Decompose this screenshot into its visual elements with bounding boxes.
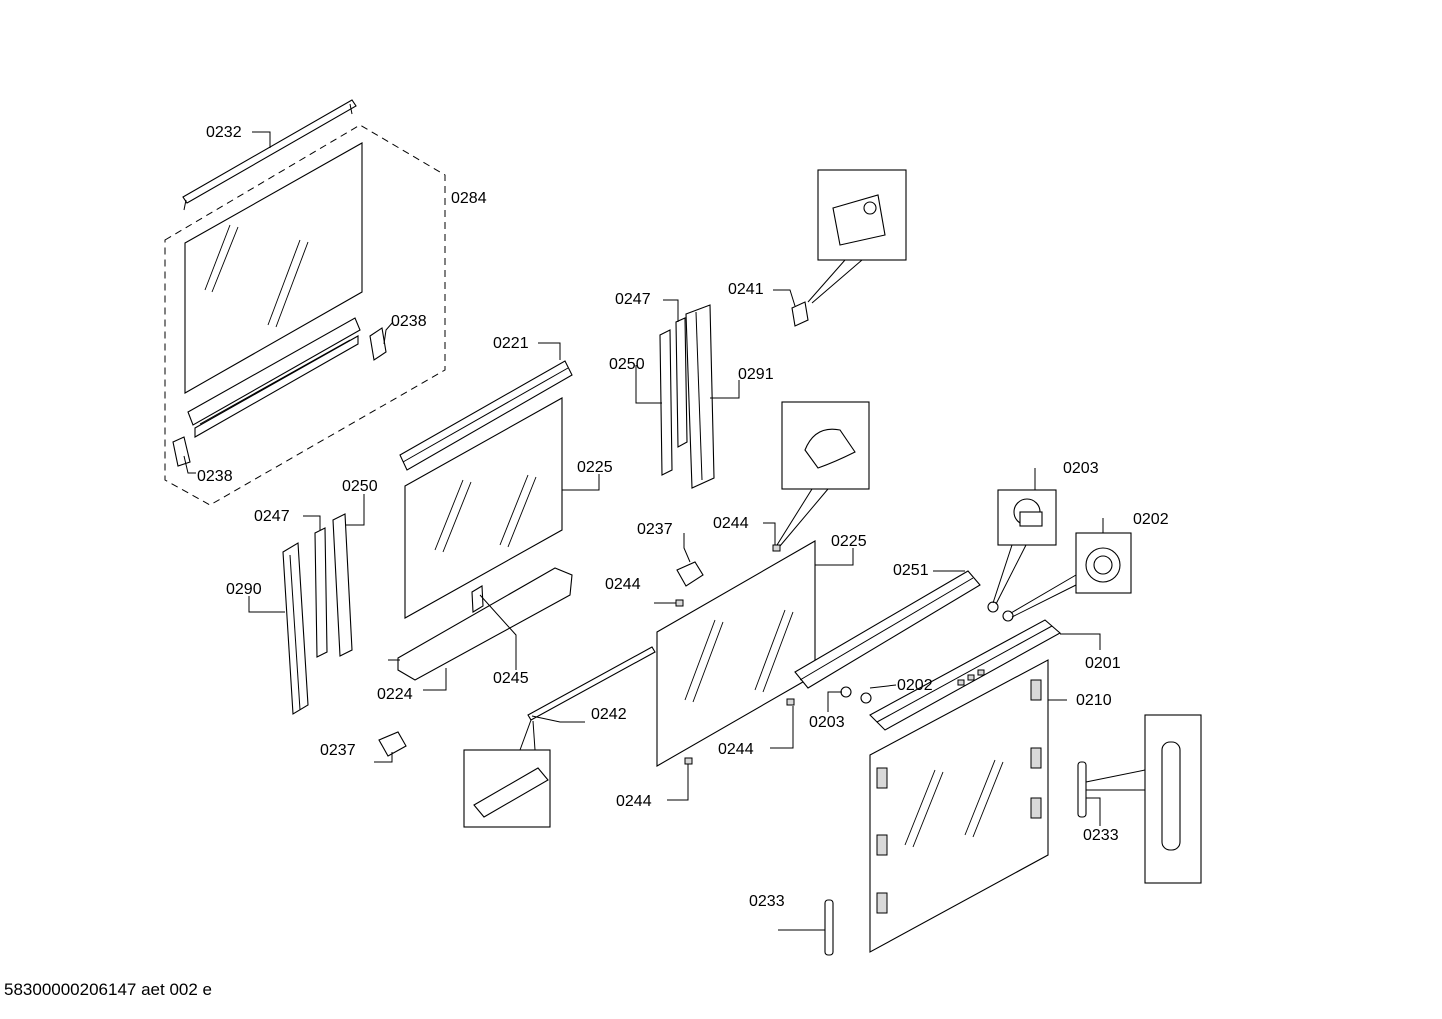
label-0244-d: 0244 (616, 793, 652, 810)
label-0250-left: 0250 (342, 478, 378, 495)
side-profile-0247-left (314, 527, 328, 658)
label-0210: 0210 (1076, 692, 1112, 709)
label-0250-center: 0250 (609, 356, 645, 373)
label-0290: 0290 (226, 581, 262, 598)
detail-box-0242 (463, 719, 551, 828)
label-0237-left: 0237 (320, 742, 356, 759)
label-0237-center: 0237 (637, 521, 673, 538)
detail-box-0233 (1085, 714, 1202, 884)
rod-0242 (527, 646, 656, 721)
label-0284: 0284 (451, 190, 487, 207)
side-profile-0250-left (332, 513, 353, 657)
label-0202-top: 0202 (1133, 511, 1169, 528)
label-0233-bottom: 0233 (749, 893, 785, 910)
label-0202-bottom: 0202 (897, 677, 933, 694)
label-0244-c: 0244 (718, 741, 754, 758)
label-0241: 0241 (728, 281, 764, 298)
clip-0244-d (684, 757, 693, 765)
label-0247-left: 0247 (254, 508, 290, 525)
rail-0221 (399, 360, 573, 471)
handle-0201 (869, 619, 1061, 731)
label-0238-top: 0238 (391, 313, 427, 330)
clip-0244-a (675, 599, 684, 607)
part-labels: 0232 0284 0238 0238 0221 0225 0247 0250 … (197, 124, 1169, 910)
label-0233-right: 0233 (1083, 827, 1119, 844)
outer-door-0210 (869, 659, 1049, 953)
document-code: 58300000206147 aet 002 e (4, 980, 212, 999)
side-profile-0247-center (675, 317, 688, 448)
side-profile-0290 (282, 542, 309, 715)
label-0238-bottom: 0238 (197, 468, 233, 485)
label-0203-top: 0203 (1063, 460, 1099, 477)
glass-pack-0284 (164, 124, 446, 506)
label-0251: 0251 (893, 562, 929, 579)
detail-box-0202 (1010, 532, 1132, 618)
leader-lines (183, 131, 1104, 931)
label-0221: 0221 (493, 335, 529, 352)
label-0247-center: 0247 (615, 291, 651, 308)
label-0224: 0224 (377, 686, 413, 703)
label-0225-middle: 0225 (831, 533, 867, 550)
label-0291: 0291 (738, 366, 774, 383)
spacer-0202-b (860, 692, 872, 704)
clip-0244-b (772, 544, 781, 552)
label-0242: 0242 (591, 706, 627, 723)
detail-box-0244 (776, 401, 870, 547)
label-0201: 0201 (1085, 655, 1121, 672)
rail-0224 (388, 567, 573, 681)
detail-box-0241 (807, 169, 907, 304)
label-0245: 0245 (493, 670, 529, 687)
inner-glass-0225 (404, 397, 563, 619)
side-profile-0291 (685, 304, 715, 489)
label-0232: 0232 (206, 124, 242, 141)
spring-0233-right (1077, 761, 1087, 818)
clip-0244-c (786, 698, 795, 706)
side-profile-0250-center (659, 329, 673, 476)
handle-rail-0251 (794, 570, 981, 689)
label-0244-a: 0244 (605, 576, 641, 593)
label-0225-inner: 0225 (577, 459, 613, 476)
bracket-0241 (791, 301, 809, 327)
label-0203-bottom: 0203 (809, 714, 845, 731)
spring-0233-bottom (824, 899, 834, 956)
spacer-0203-b (840, 686, 852, 698)
trim-strip-0232 (182, 99, 357, 211)
detail-box-0203 (992, 489, 1057, 605)
knob-0237-left (378, 731, 407, 757)
label-0244-b: 0244 (713, 515, 749, 532)
knob-0237-center (676, 561, 704, 587)
